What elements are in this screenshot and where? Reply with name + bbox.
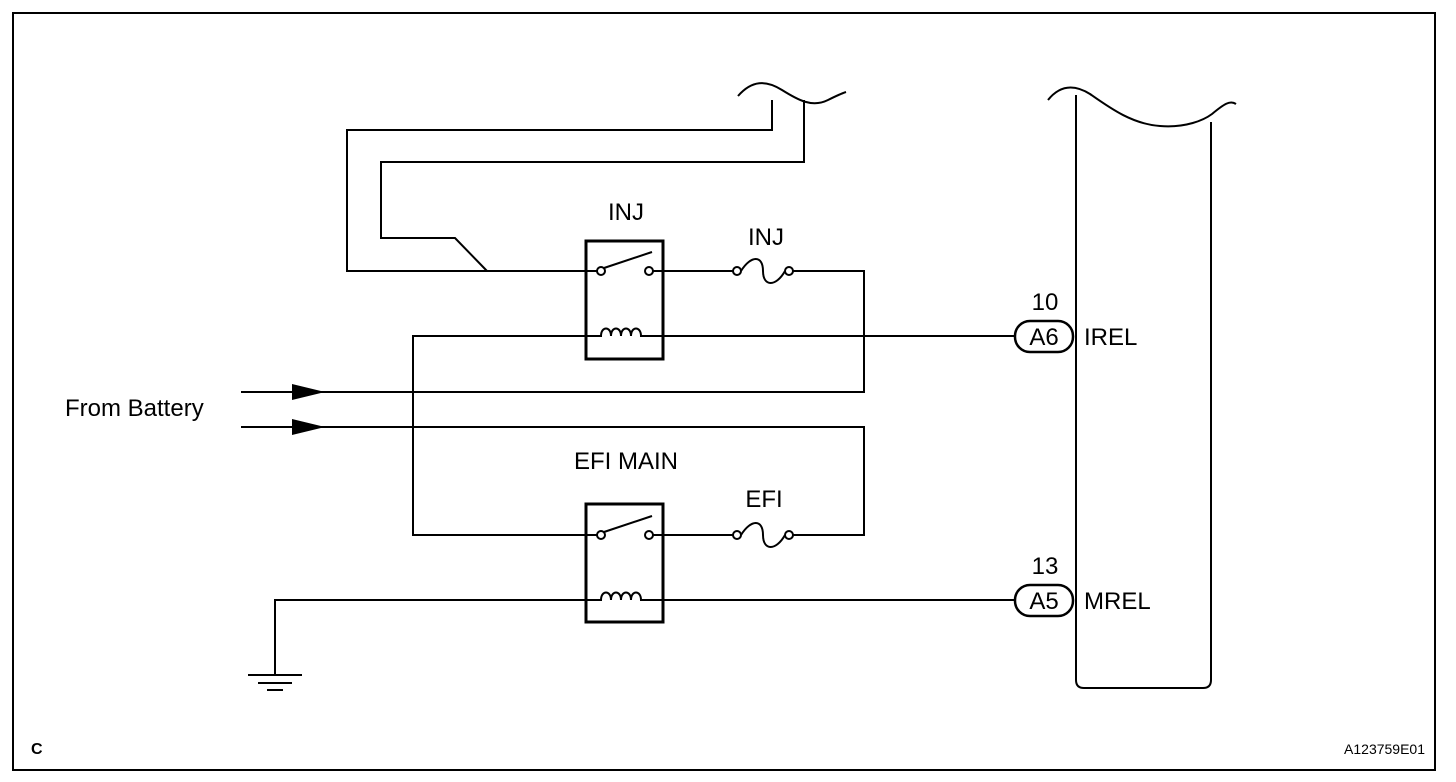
connector-a6-pill: [1013, 319, 1075, 354]
connector-a6-label: A6: [1029, 324, 1058, 351]
inj-relay-contact-left: [596, 266, 606, 276]
connector-a5-pill: [1013, 583, 1075, 618]
pin-number-13: 13: [1032, 553, 1059, 580]
efi-main-relay-label: EFI MAIN: [574, 448, 678, 475]
inj-fuse: [300, 258, 865, 393]
battery-feed-arrows: [241, 384, 325, 435]
ecm-break-symbol: [1047, 86, 1237, 128]
inj-relay: [487, 239, 734, 361]
efi-main-relay-contact-left: [596, 530, 606, 540]
ground-symbol-icon: [248, 674, 302, 691]
pin-number-10: 10: [1032, 289, 1059, 316]
battery-arrow-top: [292, 384, 325, 400]
terminal-mrel-label: MREL: [1084, 588, 1151, 615]
efi-main-relay-switch-arm: [603, 515, 653, 533]
efi-main-relay-coil: [596, 591, 652, 601]
inj-fuse-label: INJ: [748, 224, 784, 251]
inj-relay-contact-right: [644, 266, 654, 276]
efi-main-relay-box: [584, 502, 665, 624]
inj-relay-label: INJ: [608, 199, 644, 226]
diagram-border: [12, 12, 1436, 771]
battery-arrow-bottom: [292, 419, 325, 435]
wire-break-symbol: [737, 82, 847, 105]
figure-id: A123759E01: [1344, 741, 1425, 757]
ground-wire: [248, 599, 597, 691]
coil-feed-wire: [412, 335, 597, 536]
efi-fuse: [300, 426, 865, 548]
inj-relay-coil: [596, 327, 652, 337]
terminal-irel-label: IREL: [1084, 324, 1137, 351]
efi-fuse-label: EFI: [745, 486, 782, 513]
inj-relay-switch-arm: [603, 251, 653, 269]
from-battery-label: From Battery: [65, 395, 204, 422]
inj-relay-upstream-wires: [346, 82, 847, 272]
inj-relay-box: [584, 239, 665, 361]
efi-main-relay: [584, 502, 734, 624]
ecm-body: [1047, 86, 1237, 689]
corner-code: C: [31, 741, 43, 758]
efi-main-relay-contact-right: [644, 530, 654, 540]
connector-a5-label: A5: [1029, 588, 1058, 615]
